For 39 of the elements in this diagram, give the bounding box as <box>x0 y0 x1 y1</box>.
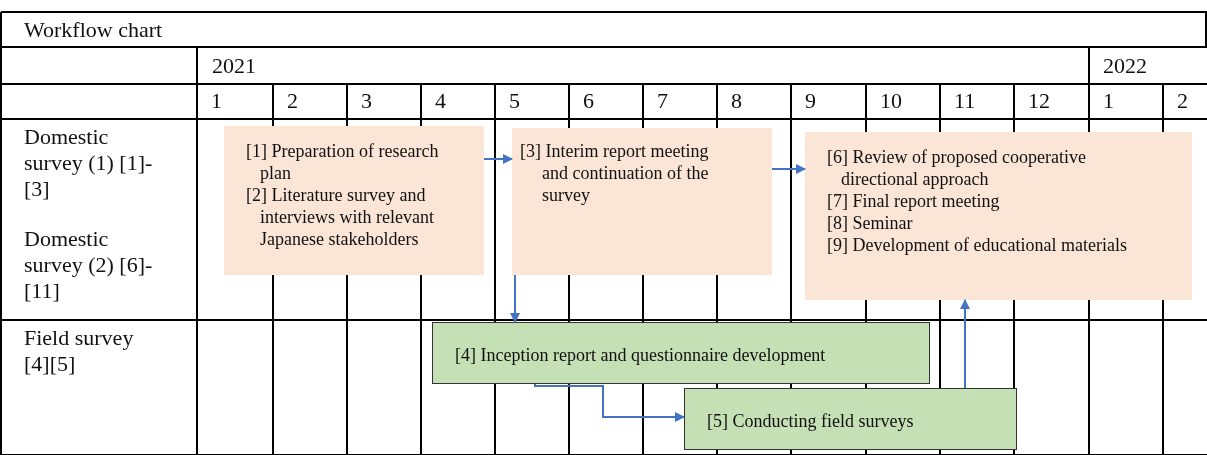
year-header: 2021 <box>212 53 256 79</box>
task-box <box>224 126 484 275</box>
arrow <box>960 299 970 389</box>
task-text: [4] Inception report and questionnaire development <box>455 344 827 366</box>
task-text: [8] Seminar <box>827 212 914 234</box>
month-header: 2 <box>1177 88 1188 114</box>
task-text: [3] Interim report meeting and continuation of the survey <box>520 140 710 206</box>
month-header: 8 <box>731 88 742 114</box>
year-header: 2022 <box>1103 53 1147 79</box>
month-header: 2 <box>287 88 298 114</box>
month-header: 9 <box>805 88 816 114</box>
month-header: 6 <box>583 88 594 114</box>
arrow <box>534 383 685 422</box>
arrow <box>510 274 520 323</box>
task-box <box>512 128 772 275</box>
task-box <box>684 388 1017 450</box>
arrow <box>483 154 513 164</box>
task-text: [1] Preparation of research plan <box>246 140 440 184</box>
task-box <box>432 322 930 384</box>
row-header: Domestic survey (2) [6]-[11] <box>24 226 154 304</box>
task-text: [6] Review of proposed cooperative directional approach <box>827 146 1087 190</box>
month-header: 5 <box>509 88 520 114</box>
month-header: 11 <box>954 88 976 114</box>
task-box <box>805 132 1192 300</box>
task-text: [2] Literature survey and interviews with relevant Japanese stakeholders <box>246 184 435 250</box>
month-header: 10 <box>880 88 902 114</box>
task-text: [5] Conducting field surveys <box>707 410 915 432</box>
month-header: 12 <box>1028 88 1050 114</box>
month-header: 3 <box>361 88 372 114</box>
task-text: [7] Final report meeting <box>827 190 1001 212</box>
arrow <box>771 164 806 174</box>
month-header: 1 <box>1103 88 1114 114</box>
task-text: [9] Development of educational materials <box>827 234 1128 256</box>
month-header: 4 <box>435 88 446 114</box>
chart-title: Workflow chart <box>24 17 163 43</box>
month-header: 7 <box>657 88 668 114</box>
month-header: 1 <box>211 88 222 114</box>
row-header: Domestic survey (1) [1]-[3] <box>24 124 154 202</box>
row-header: Field survey [4][5] <box>24 325 135 377</box>
